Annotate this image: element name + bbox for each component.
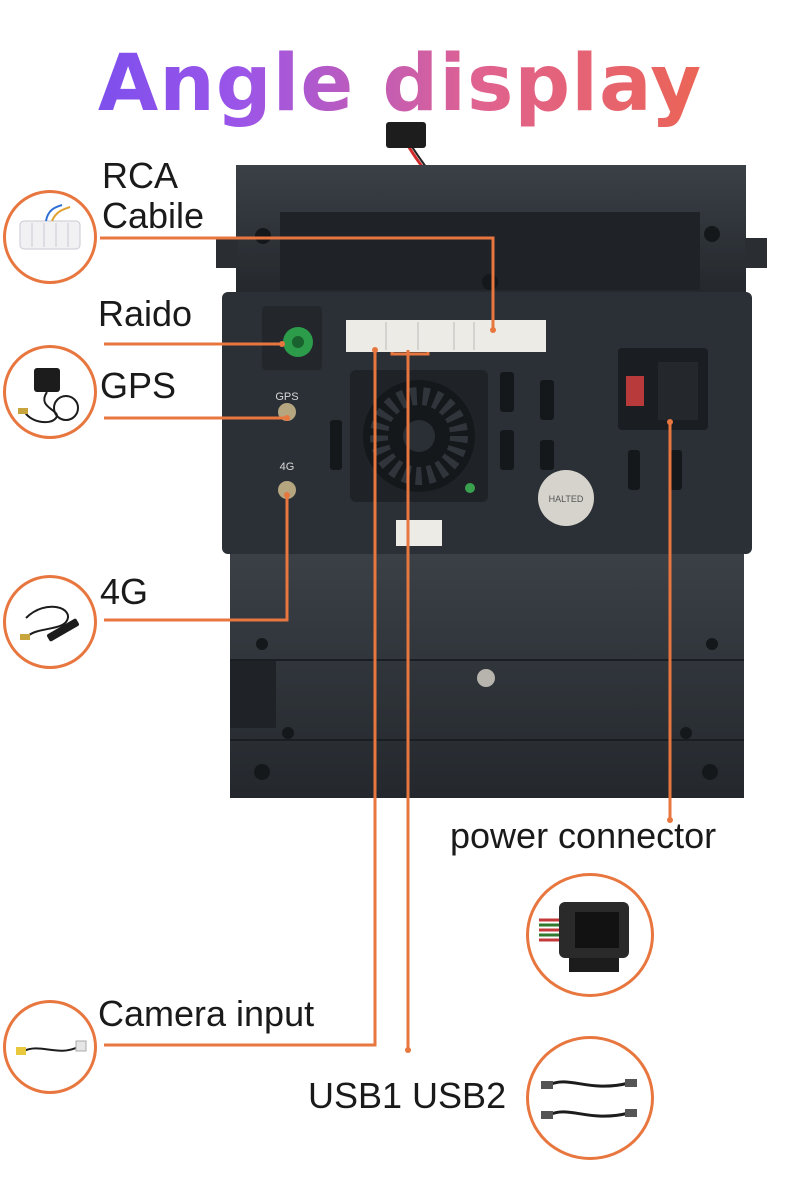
rca-connector-block: [346, 320, 546, 352]
page-title: Angle display: [0, 34, 800, 134]
4g-port-label: 4G: [280, 461, 295, 473]
camera-input-label: Camera input: [98, 993, 315, 1034]
rca-cable-thumbnail: [3, 190, 97, 284]
gps-antenna-thumbnail: [3, 345, 97, 439]
usb-label: USB1 USB2: [308, 1075, 507, 1116]
svg-text:HALTED: HALTED: [549, 494, 584, 504]
top-power-plug: [386, 122, 426, 148]
gps-label: GPS: [100, 365, 177, 406]
label-sticker: [538, 470, 594, 526]
camera-cable-thumbnail: [3, 1000, 97, 1094]
usb-connector: [396, 520, 442, 546]
power-connector-label: power connector: [450, 815, 717, 856]
radio-label: Raido: [98, 293, 193, 334]
4g-antenna-jack: [278, 481, 296, 499]
4g-label: 4G: [100, 571, 149, 612]
gps-antenna-jack: [278, 403, 296, 421]
4g-antenna-thumbnail: [3, 575, 97, 669]
rca-cable-label: RCA Cabile: [102, 155, 205, 236]
gps-port-label: GPS: [275, 391, 298, 403]
usb-cables-thumbnail: [526, 1036, 654, 1160]
power-connector-thumbnail: [526, 873, 654, 997]
